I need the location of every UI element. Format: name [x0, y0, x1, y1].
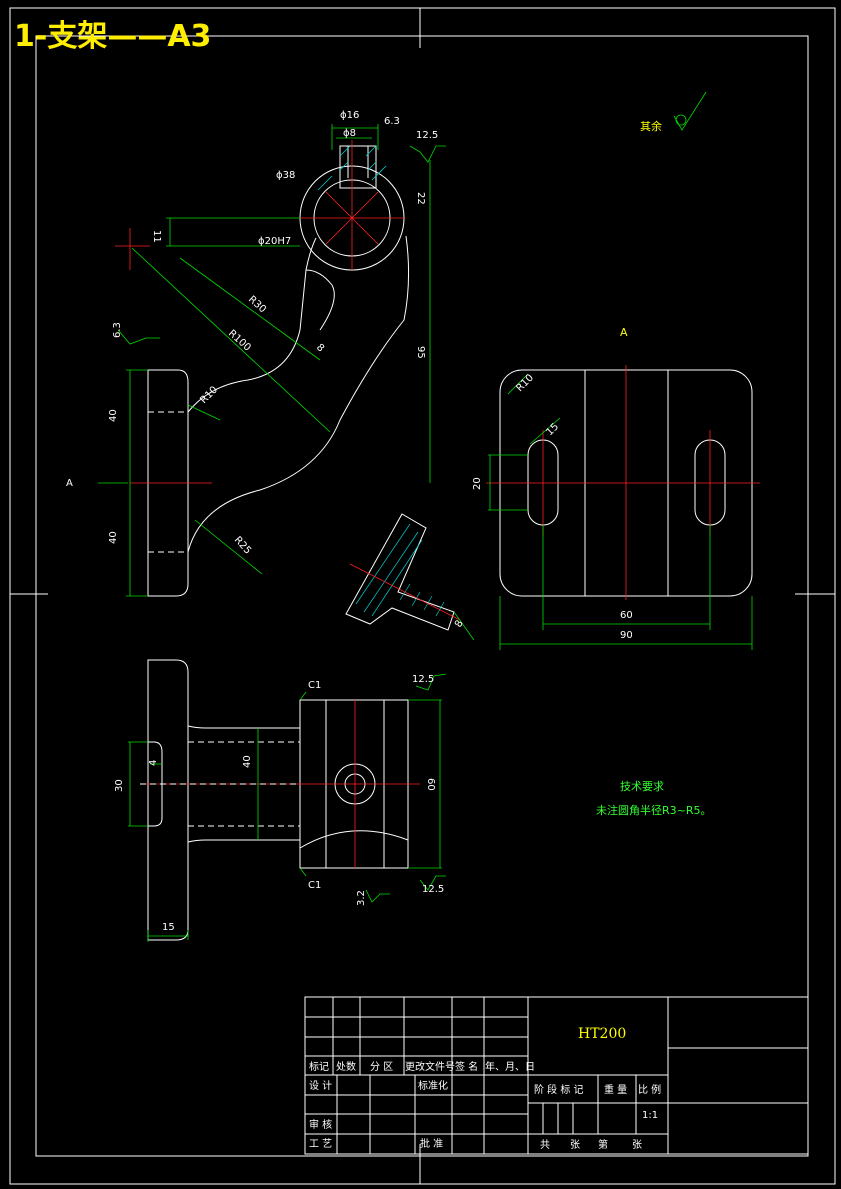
dim-phi20h7: ϕ20H7	[258, 236, 291, 247]
dim-8-section: 8	[453, 618, 466, 629]
dim-15-slot: 15	[544, 421, 561, 438]
dim-8-arm: 8	[314, 342, 326, 354]
top-view	[140, 659, 420, 941]
drawing-title: 1-支架——A3	[14, 19, 211, 54]
col-zone: 分 区	[370, 1061, 393, 1073]
dim-11: 11	[151, 230, 162, 243]
dim-30: 30	[114, 779, 125, 792]
sheet-border	[9, 7, 836, 1185]
row-design: 设 计	[309, 1079, 332, 1092]
dim-20: 20	[472, 477, 483, 490]
col-count: 处数	[336, 1060, 356, 1073]
removed-section: 8	[345, 513, 475, 641]
row-approve: 批 准	[420, 1137, 443, 1150]
dim-phi8: ϕ8	[343, 128, 356, 139]
dim-6-3: 6.3	[384, 116, 400, 127]
technical-requirements: 技术要求 未注圆角半径R3~R5。	[596, 780, 712, 817]
sheets-no: 第	[598, 1138, 608, 1151]
dim-r10-top: R10	[514, 372, 536, 394]
dim-c1-bottom: C1	[308, 880, 321, 891]
roughness-note-text: 其余	[640, 119, 662, 133]
dim-40-mid: 40	[242, 755, 253, 768]
tech-req-heading: 技术要求	[620, 780, 664, 793]
sheets-unit1: 张	[570, 1139, 580, 1151]
dim-r25: R25	[232, 535, 253, 557]
col-docno: 更改文件号	[405, 1060, 455, 1073]
col-mark: 标记	[309, 1061, 329, 1073]
dim-phi38: ϕ38	[276, 170, 295, 181]
view-arrow-a: A	[66, 478, 73, 489]
dim-c1-top: C1	[308, 680, 321, 691]
view-a-label: A	[620, 326, 628, 339]
material-label: HT200	[578, 1026, 626, 1042]
row-process: 工 艺	[309, 1138, 332, 1150]
front-view	[115, 140, 410, 597]
sheets-total: 共	[540, 1139, 550, 1151]
weight-label: 重 量	[604, 1083, 627, 1096]
dim-r10: R10	[198, 384, 220, 406]
top-view-dimensions: C1 12.5 30 4 40 60 C1 3.2 12.5 15	[114, 673, 447, 942]
dim-12-5-bottom: 12.5	[422, 884, 444, 895]
dim-4: 4	[148, 760, 159, 766]
view-a: A R10 15 20 60 90	[472, 326, 760, 650]
front-view-dim-text: ϕ16 ϕ8 6.3 12.5 ϕ38 22 ϕ20H7 11 R30 R100…	[66, 110, 438, 557]
title-block: HT200 标记 处数 分 区 更改文件号 签 名 年、月、日 设 计 标准化 …	[304, 996, 809, 1155]
roughness-symbol-icon	[673, 91, 707, 131]
roughness-note: 其余	[640, 91, 707, 133]
dim-40-upper: 40	[108, 409, 119, 422]
col-sign: 签 名	[455, 1060, 478, 1073]
stage-mark: 阶 段 标 记	[534, 1083, 584, 1096]
dim-22: 22	[415, 192, 426, 205]
row-review: 审 核	[309, 1118, 332, 1131]
row-standard: 标准化	[418, 1079, 448, 1092]
front-view-dimensions	[98, 124, 446, 597]
sheets-unit2: 张	[632, 1139, 642, 1151]
tech-req-line1: 未注圆角半径R3~R5。	[596, 803, 712, 817]
dim-60: 60	[620, 610, 633, 621]
dim-6-3-side: 6.3	[112, 322, 123, 338]
dim-40-lower: 40	[108, 531, 119, 544]
scale-label: 比 例	[638, 1083, 661, 1096]
dim-60-right: 60	[425, 778, 436, 791]
dim-r100: R100	[226, 328, 253, 354]
dim-3-2: 3.2	[356, 890, 367, 906]
dim-15-base: 15	[162, 922, 175, 933]
dim-95: 95	[415, 346, 426, 359]
dim-phi16: ϕ16	[340, 110, 359, 121]
dim-90: 90	[620, 630, 633, 641]
dim-r30: R30	[246, 294, 268, 315]
dim-12-5-right: 12.5	[412, 674, 434, 685]
scale-value: 1:1	[642, 1110, 658, 1121]
dim-12-5-top: 12.5	[416, 130, 438, 141]
col-date: 年、月、日	[485, 1060, 535, 1073]
